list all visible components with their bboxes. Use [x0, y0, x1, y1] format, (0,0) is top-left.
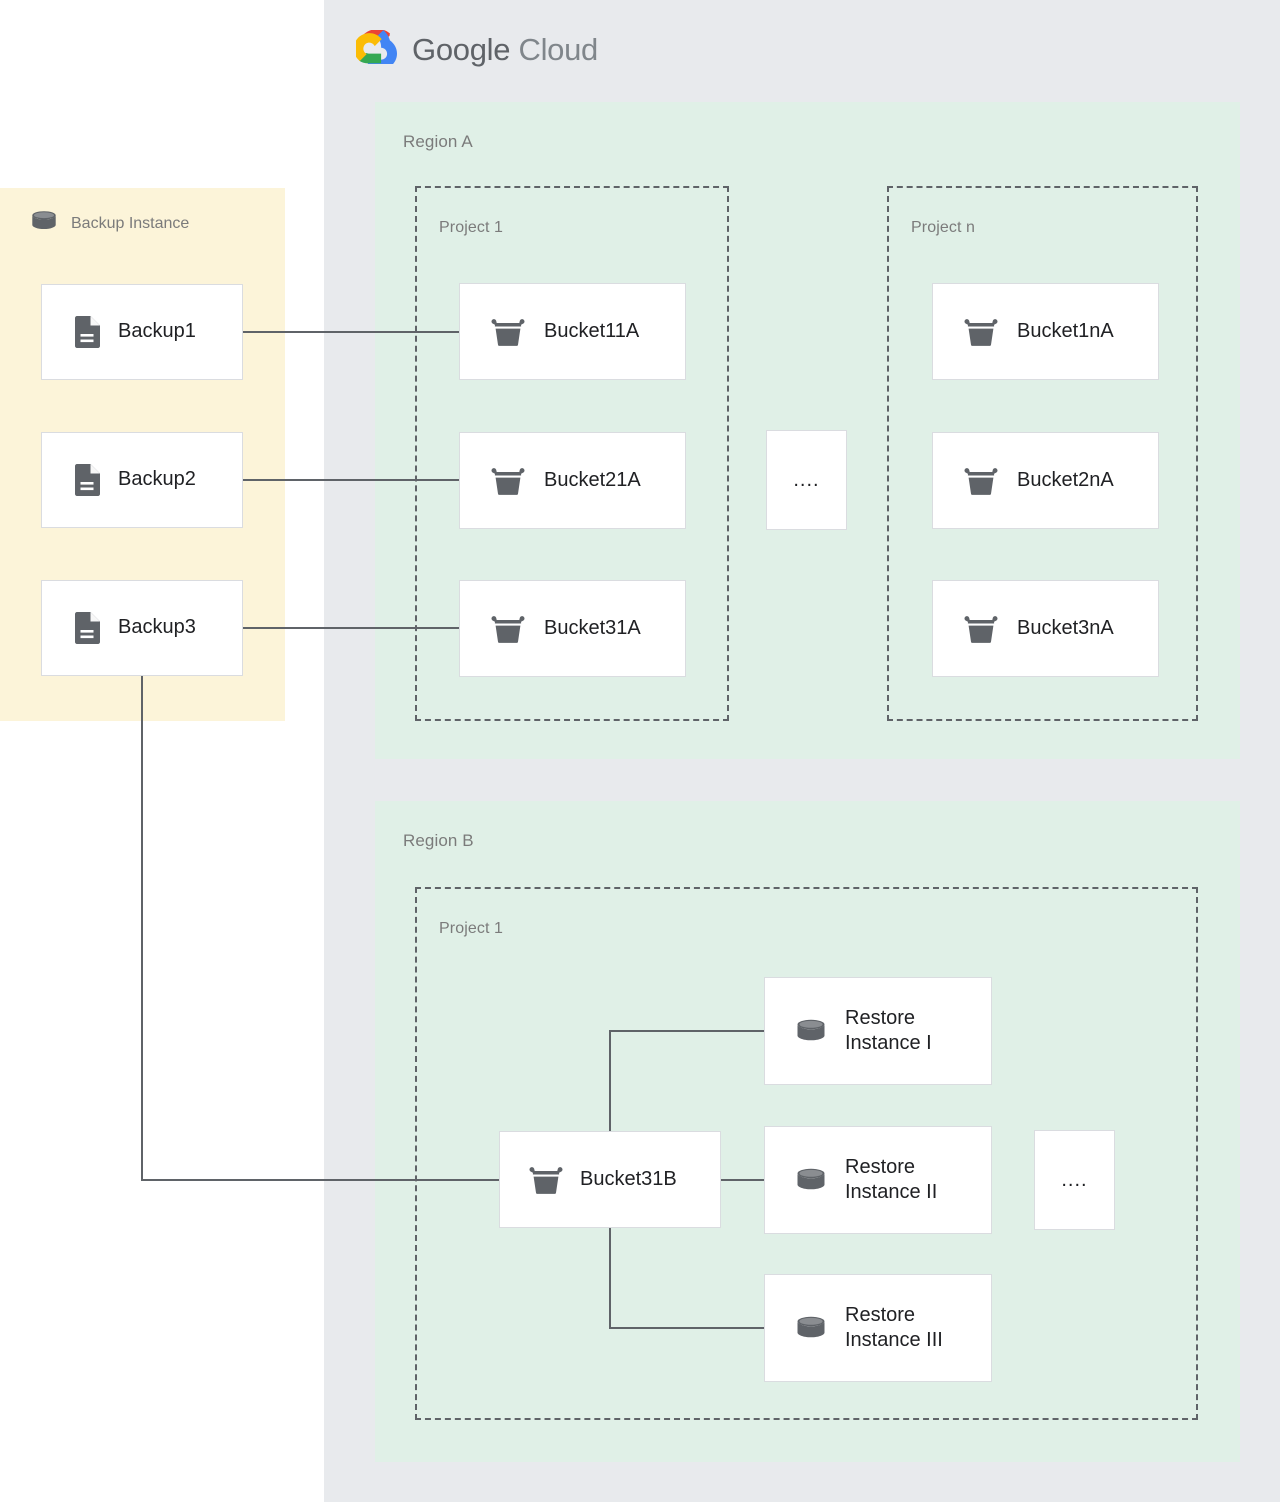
node-label: Bucket31A	[544, 616, 641, 639]
storage-bucket-icon	[963, 465, 999, 497]
backup-instance-header: Backup Instance	[28, 208, 189, 239]
document-file-icon	[74, 463, 102, 497]
node-label: Restore Instance II	[845, 1155, 938, 1203]
node-backup3[interactable]: Backup3	[41, 580, 243, 676]
storage-bucket-icon	[963, 316, 999, 348]
node-label: Backup2	[118, 468, 196, 491]
storage-bucket-icon	[490, 613, 526, 645]
document-file-icon	[74, 611, 102, 645]
node-label: Bucket3nA	[1017, 616, 1114, 639]
node-label: Backup3	[118, 616, 196, 639]
brand-name-google: Google	[412, 31, 511, 67]
database-cylinder-icon	[793, 1313, 829, 1343]
backup-instance-title: Backup Instance	[71, 214, 190, 232]
project-1-region-a-box: Project 1	[415, 186, 729, 721]
node-label: Bucket1nA	[1017, 319, 1114, 342]
node-label: Bucket2nA	[1017, 468, 1114, 491]
project-1-region-b-title: Project 1	[439, 920, 504, 937]
node-backup1[interactable]: Backup1	[41, 284, 243, 380]
google-cloud-logo-icon	[353, 28, 398, 70]
ellipsis-label: ....	[793, 469, 820, 491]
region-a-title: Region A	[403, 132, 473, 151]
storage-bucket-icon	[490, 465, 526, 497]
project-n-region-a-box: Project n	[887, 186, 1198, 721]
google-cloud-brand: Google Cloud	[353, 28, 598, 70]
node-restore-instance-iii[interactable]: Restore Instance III	[764, 1274, 992, 1382]
node-bucket1na[interactable]: Bucket1nA	[932, 283, 1159, 380]
node-label: Backup1	[118, 320, 196, 343]
node-bucket31b[interactable]: Bucket31B	[499, 1131, 721, 1228]
node-bucket31a[interactable]: Bucket31A	[459, 580, 686, 677]
project-1-region-a-title: Project 1	[439, 219, 504, 236]
node-bucket3na[interactable]: Bucket3nA	[932, 580, 1159, 677]
region-b-ellipsis-box: ....	[1034, 1130, 1115, 1230]
node-bucket11a[interactable]: Bucket11A	[459, 283, 686, 380]
project-n-region-a-title: Project n	[911, 219, 976, 236]
node-label: Restore Instance III	[845, 1303, 943, 1351]
database-cylinder-icon	[793, 1165, 829, 1195]
database-cylinder-icon	[28, 208, 60, 239]
document-file-icon	[74, 315, 102, 349]
node-restore-instance-ii[interactable]: Restore Instance II	[764, 1126, 992, 1234]
brand-name-cloud: Cloud	[518, 31, 599, 67]
storage-bucket-icon	[490, 316, 526, 348]
storage-bucket-icon	[528, 1164, 564, 1196]
region-a-ellipsis-box: ....	[766, 430, 847, 530]
storage-bucket-icon	[963, 613, 999, 645]
node-bucket21a[interactable]: Bucket21A	[459, 432, 686, 529]
node-restore-instance-i[interactable]: Restore Instance I	[764, 977, 992, 1085]
node-label: Bucket11A	[544, 319, 640, 342]
region-b-title: Region B	[403, 831, 474, 850]
ellipsis-label: ....	[1061, 1169, 1088, 1191]
node-backup2[interactable]: Backup2	[41, 432, 243, 528]
node-label: Bucket31B	[580, 1167, 677, 1190]
node-label: Restore Instance I	[845, 1006, 932, 1054]
google-cloud-wordmark: Google Cloud	[412, 32, 598, 68]
node-label: Bucket21A	[544, 468, 641, 491]
database-cylinder-icon	[793, 1016, 829, 1046]
node-bucket2na[interactable]: Bucket2nA	[932, 432, 1159, 529]
